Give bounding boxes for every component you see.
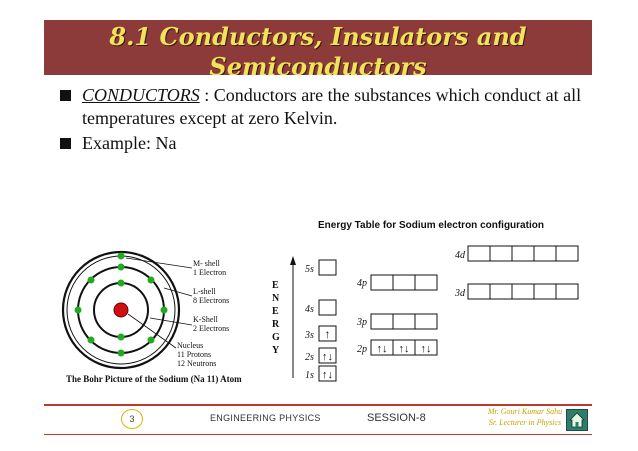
electron bbox=[74, 306, 82, 314]
m-shell-label: M- shell bbox=[193, 259, 221, 268]
level-label-1s: 1s bbox=[305, 370, 314, 381]
level-label-4d: 4d bbox=[455, 250, 466, 261]
m-shell-orbit bbox=[61, 250, 181, 370]
orbital-box bbox=[414, 274, 438, 291]
orbital-box bbox=[318, 365, 337, 382]
orbital-box bbox=[318, 325, 337, 342]
nucleus bbox=[113, 302, 129, 318]
electron bbox=[87, 276, 95, 284]
bullet-keyword: CONDUCTORS bbox=[82, 85, 200, 105]
bullet-text: Example: Na bbox=[82, 133, 177, 153]
energy-axis: E N E R G Y bbox=[272, 256, 296, 378]
electron bbox=[147, 336, 155, 344]
orbital-box bbox=[318, 259, 337, 276]
electron bbox=[117, 349, 125, 357]
orbital-box bbox=[467, 283, 491, 300]
level-label-2s: 2s bbox=[305, 352, 314, 363]
energy-arrow-head-icon bbox=[290, 256, 296, 265]
electron bbox=[117, 252, 125, 260]
orbital-box bbox=[489, 245, 513, 262]
label-pointer bbox=[127, 313, 177, 349]
electron bbox=[117, 333, 125, 341]
orbital-box bbox=[318, 299, 337, 316]
page-number: 3 bbox=[121, 409, 143, 429]
k-shell-electrons-label: 2 Electrons bbox=[193, 324, 229, 333]
orbital-box bbox=[555, 283, 579, 300]
orbital-box bbox=[370, 274, 394, 291]
l-shell-label: L-shell bbox=[193, 287, 216, 296]
level-label-3p: 3p bbox=[356, 317, 367, 328]
bullet-conductors: CONDUCTORS : Conductors are the substanc… bbox=[58, 84, 598, 130]
m-shell-electrons-label: 1 Electron bbox=[193, 268, 226, 277]
orbital-box bbox=[533, 283, 557, 300]
orbital-box bbox=[511, 245, 535, 262]
orbital-box bbox=[318, 347, 337, 364]
author-credit: Mr. Gouri Kumar Sahu Sr. Lecturer in Phy… bbox=[470, 406, 580, 428]
energy-letter: E bbox=[272, 306, 279, 317]
bohr-caption: The Bohr Picture of the Sodium (Na 11) A… bbox=[66, 374, 242, 384]
home-button[interactable] bbox=[566, 409, 588, 431]
level-label-4s: 4s bbox=[305, 304, 314, 315]
level-label-5s: 5s bbox=[305, 264, 314, 275]
author-title: Sr. Lecturer in Physics bbox=[488, 418, 562, 427]
spin-arrows-2s: ↑↓ bbox=[322, 351, 333, 363]
bullet-list: CONDUCTORS : Conductors are the substanc… bbox=[58, 84, 598, 157]
spin-arrows-1s: ↑↓ bbox=[322, 369, 333, 381]
l-shell-electrons-label: 8 Electrons bbox=[193, 296, 229, 305]
orbital-box bbox=[370, 313, 394, 330]
slide-title: 8.1 Conductors, Insulators and Semicondu… bbox=[44, 22, 592, 75]
energy-letter: E bbox=[272, 280, 279, 291]
spin-arrows-3s: ↑ bbox=[325, 327, 331, 341]
electron bbox=[117, 263, 125, 271]
level-label-3s: 3s bbox=[304, 330, 314, 341]
bullet-square-icon bbox=[60, 138, 71, 149]
level-label-3d: 3d bbox=[454, 288, 466, 299]
neutrons-label: 12 Neutrons bbox=[177, 359, 216, 368]
electron bbox=[160, 306, 168, 314]
level-label-4p: 4p bbox=[357, 278, 367, 289]
electron bbox=[87, 336, 95, 344]
bohr-atom-diagram: M- shell 1 Electron L-shell 8 Electrons … bbox=[61, 250, 242, 384]
course-name: ENGINEERING PHYSICS bbox=[210, 413, 321, 423]
orbital-box bbox=[414, 313, 438, 330]
orbital-box bbox=[533, 245, 557, 262]
energy-letter: Y bbox=[272, 345, 280, 356]
electron bbox=[117, 279, 125, 287]
title-line-2: Semiconductors bbox=[209, 52, 427, 75]
bullet-example: Example: Na bbox=[58, 132, 598, 155]
label-pointer bbox=[149, 317, 193, 326]
nucleus-label: Nucleus bbox=[177, 341, 203, 350]
home-icon bbox=[569, 412, 585, 428]
orbital-diagram: 5s 4d 4p 3d 4s 3p 3s ↑ 2p bbox=[304, 245, 579, 382]
energy-letter: R bbox=[272, 319, 280, 330]
title-bar: 8.1 Conductors, Insulators and Semicondu… bbox=[44, 20, 592, 75]
title-line-1: 8.1 Conductors, Insulators and bbox=[109, 22, 527, 51]
label-pointer bbox=[125, 257, 193, 269]
energy-letter: N bbox=[272, 293, 280, 304]
orbital-box bbox=[392, 313, 416, 330]
spin-arrows-2p: ↑↓ bbox=[399, 343, 410, 355]
energy-letter: G bbox=[272, 332, 280, 343]
spin-arrows-2p: ↑↓ bbox=[377, 343, 388, 355]
session-label: SESSION-8 bbox=[367, 412, 426, 424]
orbital-box bbox=[467, 245, 491, 262]
author-name: Mr. Gouri Kumar Sahu bbox=[487, 407, 563, 416]
bullet-square-icon bbox=[60, 90, 71, 101]
level-label-2p: 2p bbox=[357, 344, 367, 355]
spin-arrows-2p: ↑↓ bbox=[421, 343, 432, 355]
orbital-box bbox=[511, 283, 535, 300]
protons-label: 11 Protons bbox=[177, 350, 211, 359]
k-shell-label: K-Shell bbox=[193, 315, 219, 324]
orbital-box bbox=[555, 245, 579, 262]
electron bbox=[147, 276, 155, 284]
label-pointer bbox=[163, 287, 193, 297]
orbital-box bbox=[414, 339, 438, 356]
bullet-text: : Conductors are the substances which co… bbox=[82, 85, 582, 128]
energy-table-title: Energy Table for Sodium electron configu… bbox=[318, 220, 544, 231]
orbital-box bbox=[489, 283, 513, 300]
orbital-box bbox=[392, 274, 416, 291]
